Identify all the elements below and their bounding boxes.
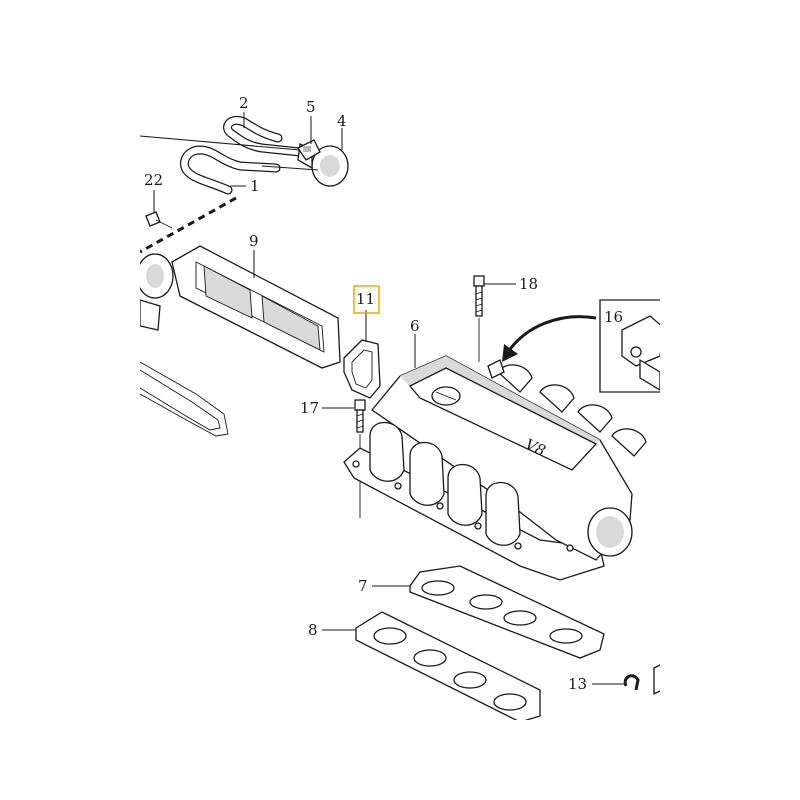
callout-11-highlight xyxy=(353,285,380,314)
callout-18[interactable]: 18 xyxy=(519,275,538,293)
part-18-bolt xyxy=(473,275,485,362)
callout-9[interactable]: 9 xyxy=(249,232,259,250)
callout-11[interactable]: 11 xyxy=(356,290,375,308)
detail-arrow xyxy=(506,315,597,353)
callout-7[interactable]: 7 xyxy=(358,577,368,595)
dashed-routing-line xyxy=(140,196,237,254)
part-5-connector xyxy=(297,139,321,161)
callout-17[interactable]: 17 xyxy=(300,399,319,417)
callout-5[interactable]: 5 xyxy=(306,98,316,116)
part-6-intake-manifold: V8 xyxy=(343,355,647,581)
callout-2[interactable]: 2 xyxy=(239,94,249,112)
callout-4[interactable]: 4 xyxy=(337,112,347,130)
part-1-hose xyxy=(180,145,281,195)
right-edge-fragment xyxy=(653,664,660,696)
leader-lines xyxy=(139,112,626,685)
part-2-hose xyxy=(223,116,305,157)
part-16-detail-inset xyxy=(599,299,660,393)
part-22-bolt xyxy=(145,211,173,229)
part-7-gasket xyxy=(409,565,605,659)
callout-16[interactable]: 16 xyxy=(604,308,623,326)
callout-6[interactable]: 6 xyxy=(410,317,420,335)
left-edge-component xyxy=(140,253,174,331)
callout-1[interactable]: 1 xyxy=(250,177,260,195)
detail-arrow-head xyxy=(502,344,518,362)
callout-8[interactable]: 8 xyxy=(308,621,318,639)
part-11-gasket xyxy=(343,339,381,399)
callout-13[interactable]: 13 xyxy=(568,675,587,693)
part-8-gasket xyxy=(355,611,541,720)
part-13-clip xyxy=(623,674,640,691)
callout-22[interactable]: 22 xyxy=(144,171,163,189)
lower-left-seal xyxy=(140,361,229,437)
part-9-flange xyxy=(171,245,341,369)
